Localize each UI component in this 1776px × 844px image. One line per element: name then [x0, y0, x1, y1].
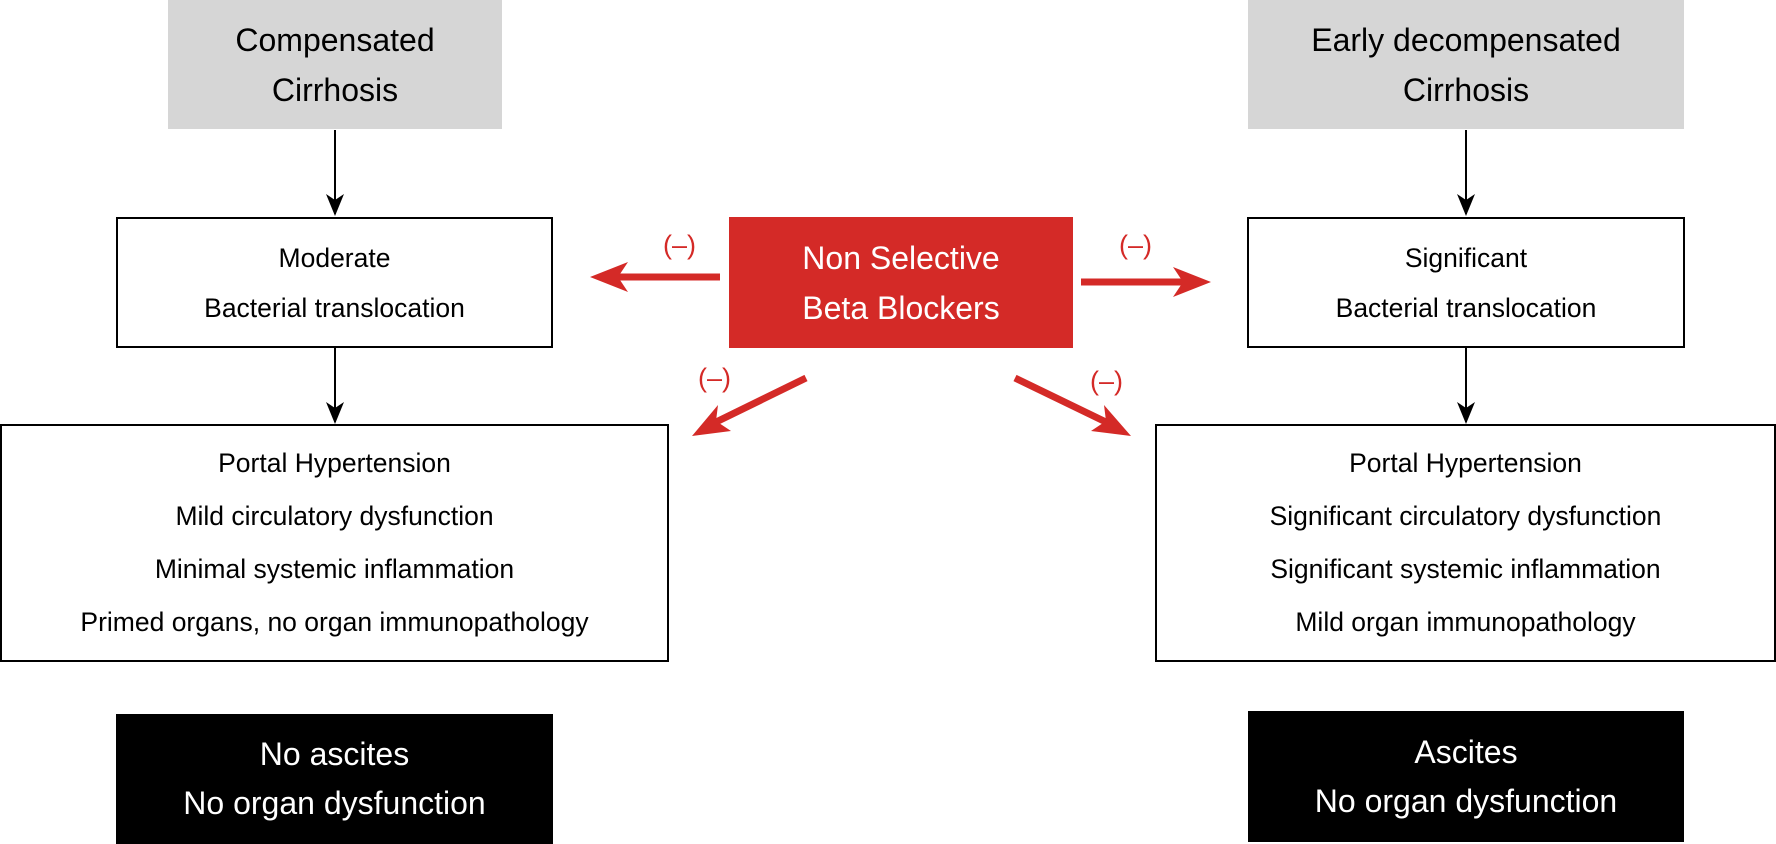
- box-line: No organ dysfunction: [1314, 782, 1618, 819]
- early-decompensated-cirrhosis-box: Early decompensated Cirrhosis: [1248, 0, 1684, 129]
- box-line: Moderate: [278, 242, 391, 273]
- inhibition-arrow-left: [590, 262, 720, 292]
- left-effects-box: Portal Hypertension Mild circulatory dys…: [0, 424, 669, 662]
- box-line: Primed organs, no organ immunopathology: [80, 607, 589, 637]
- box-line: Early decompensated: [1311, 21, 1621, 58]
- box-line: No organ dysfunction: [183, 785, 486, 821]
- nsbb-box: Non Selective Beta Blockers: [729, 217, 1073, 348]
- moderate-translocation-box: Moderate Bacterial translocation: [116, 217, 553, 348]
- left-outcome-box: No ascites No organ dysfunction: [116, 714, 553, 844]
- box-line: Bacterial translocation: [204, 292, 465, 323]
- right-outcome-box: Ascites No organ dysfunction: [1248, 711, 1684, 842]
- box-line: Portal Hypertension: [1349, 448, 1582, 478]
- box-line: Mild circulatory dysfunction: [175, 501, 494, 531]
- box-line: Portal Hypertension: [218, 448, 451, 478]
- box-line: Minimal systemic inflammation: [154, 554, 515, 584]
- box-line: Non Selective: [802, 239, 1000, 276]
- box-line: Significant systemic inflammation: [1270, 554, 1661, 584]
- box-line: Mild organ immunopathology: [1295, 607, 1636, 637]
- inhibition-label-lower-right: (–): [1090, 366, 1123, 396]
- box-line: No ascites: [259, 736, 410, 772]
- right-flow-arrow-1: [1457, 130, 1475, 216]
- inhibition-arrow-lower-left: [692, 374, 808, 436]
- inhibition-label-lower-left: (–): [698, 363, 731, 393]
- box-line: Cirrhosis: [1402, 71, 1530, 108]
- left-flow-arrow-1: [326, 130, 344, 216]
- right-effects-box: Portal Hypertension Significant circulat…: [1155, 424, 1776, 662]
- inhibition-label-left: (–): [663, 230, 696, 260]
- box-line: Cirrhosis: [271, 71, 399, 108]
- compensated-cirrhosis-box: Compensated Cirrhosis: [168, 0, 502, 129]
- inhibition-arrow-right: [1081, 267, 1211, 297]
- box-line: Significant: [1404, 242, 1528, 273]
- box-line: Bacterial translocation: [1335, 292, 1597, 323]
- right-flow-arrow-2: [1457, 348, 1475, 424]
- box-line: Ascites: [1414, 733, 1518, 770]
- significant-translocation-box: Significant Bacterial translocation: [1247, 217, 1685, 348]
- inhibition-label-right: (–): [1119, 230, 1152, 260]
- box-line: Compensated: [235, 21, 435, 58]
- box-line: Beta Blockers: [802, 289, 1000, 326]
- box-line: Significant circulatory dysfunction: [1269, 501, 1662, 531]
- inhibition-arrow-lower-right: [1013, 374, 1131, 436]
- left-flow-arrow-2: [326, 348, 344, 424]
